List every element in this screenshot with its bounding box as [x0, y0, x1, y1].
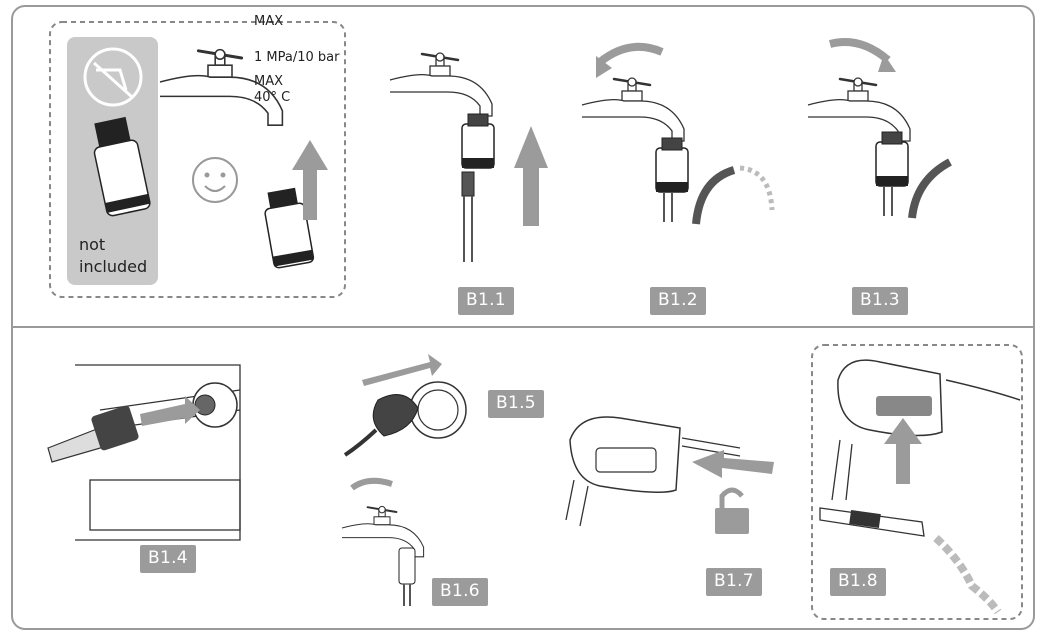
adapter-included: [264, 187, 315, 269]
pressure-max-label: MAX: [254, 14, 284, 29]
tap-b12: [580, 76, 686, 143]
section-divider: [11, 326, 1035, 328]
arrow-up-icon: [292, 140, 328, 220]
arrow-right-icon-b14: [140, 396, 200, 426]
step-label-b1-4: B1.4: [140, 545, 196, 573]
b18-dashed-box: [811, 344, 1023, 620]
hose-b11: [461, 171, 475, 263]
step-label-b1-8: B1.8: [830, 568, 886, 596]
adapter-b12: [655, 137, 689, 193]
spray-gun-b18: [831, 359, 1021, 501]
temp-value: 40° C: [254, 90, 291, 105]
unlock-icon: [715, 487, 749, 534]
rotate-arrow-icon-b13: [828, 38, 891, 64]
pressure-value: 1 MPa/10 bar: [254, 50, 340, 65]
step-label-b1-3: B1.3: [852, 287, 908, 315]
no-tap-icon: [83, 47, 143, 107]
step-label-b1-1: B1.1: [458, 287, 514, 315]
intro-dashed-box: [49, 21, 346, 298]
step-label-b1-5: B1.5: [488, 390, 544, 418]
rotate-arrow-icon-b12: [597, 42, 664, 66]
not-included-line1: not: [79, 235, 106, 254]
outer-frame: [11, 5, 1035, 630]
rotate-arrow-icon-b16: [350, 477, 393, 491]
arrow-up-icon-b11: [514, 126, 548, 226]
not-included-line2: included: [79, 257, 148, 276]
arrow-icon-b15: [362, 354, 442, 386]
arrow-left-icon-b17: [692, 450, 774, 478]
step-label-b1-2: B1.2: [650, 287, 706, 315]
temp-max-label: MAX: [254, 74, 284, 89]
adapter-b11: [461, 113, 495, 169]
step-label-b1-7: B1.7: [706, 568, 762, 596]
tap-b11: [388, 51, 494, 118]
smiley-icon: [192, 157, 238, 203]
spray-gun-b17: [565, 416, 741, 527]
step-label-b1-6: B1.6: [432, 578, 488, 606]
arrow-up-icon-b18: [884, 418, 922, 484]
lance-b18: [819, 507, 925, 537]
plug-icon: [343, 394, 419, 457]
adapter-not-included: [93, 116, 151, 217]
